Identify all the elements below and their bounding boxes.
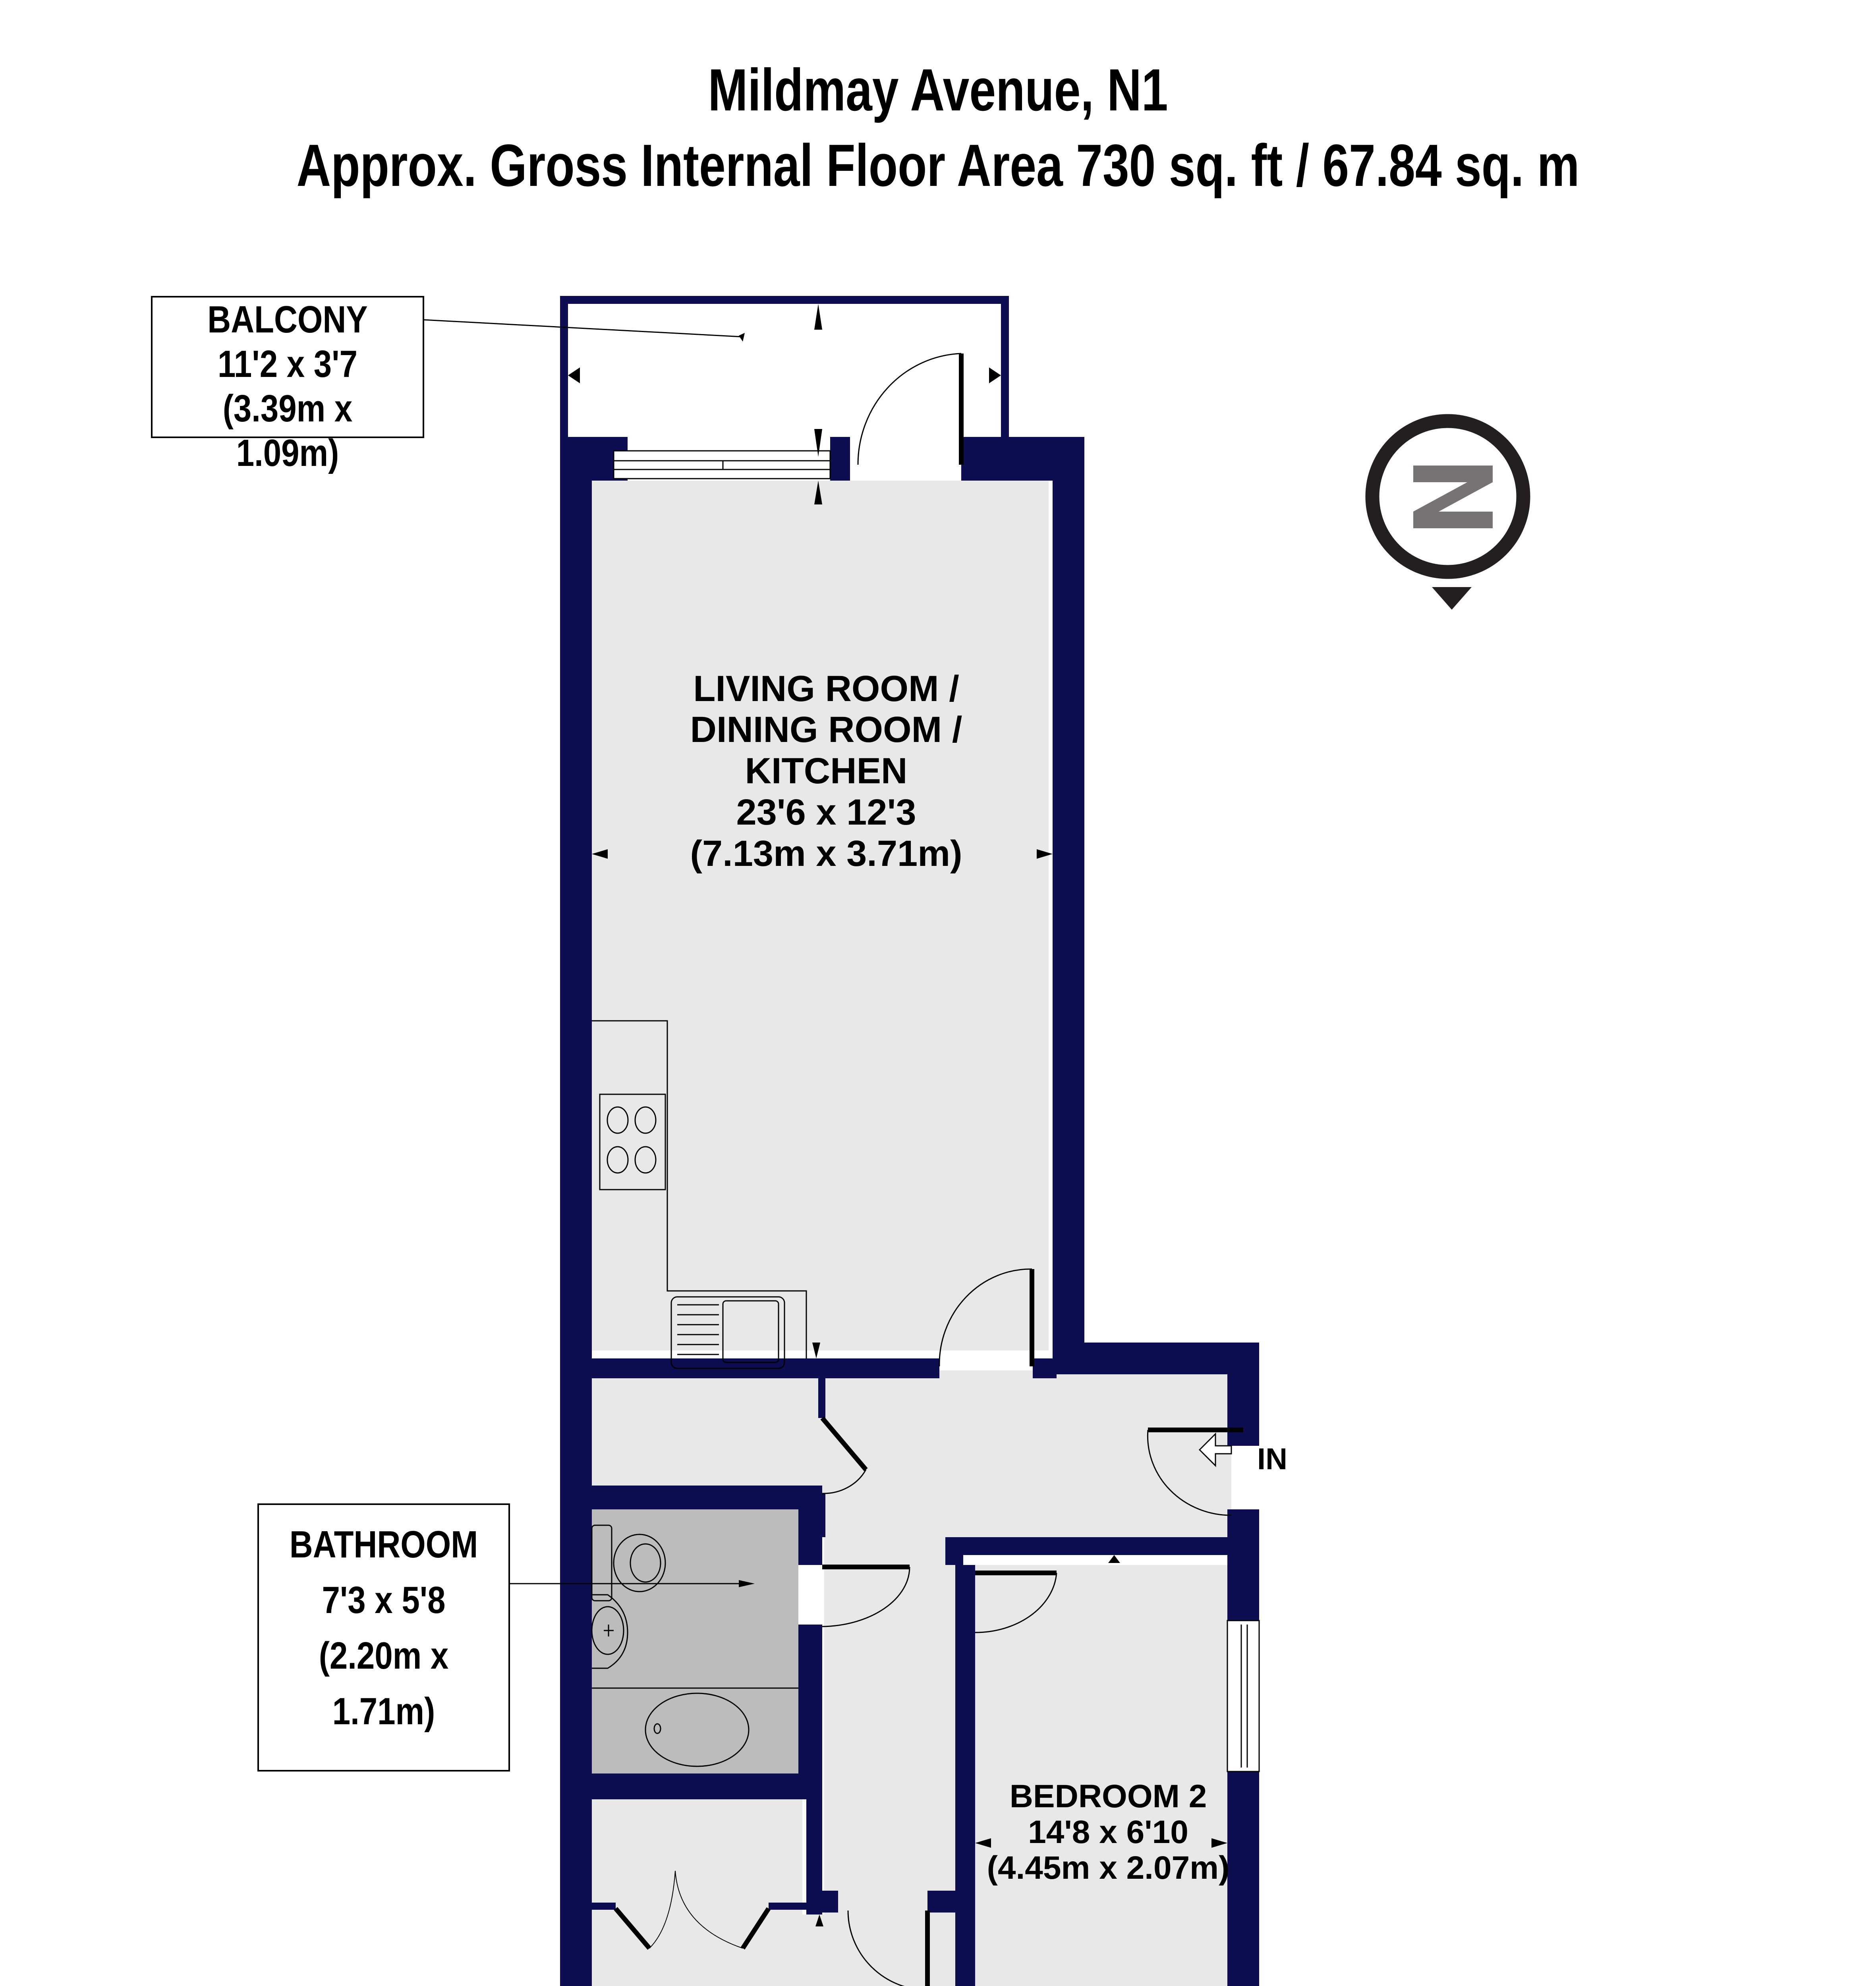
living-label-line2: DINING ROOM / (690, 709, 962, 750)
property-title: Mildmay Avenue, N1 (708, 56, 1168, 123)
bathroom-floor (592, 1509, 798, 1773)
entrance-arrow-icon (1198, 1432, 1232, 1467)
dimension-arrows (568, 304, 1227, 1926)
bathroom-callout: BATHROOM 7'3 x 5'8 (2.20m x 1.71m) (257, 1503, 510, 1772)
living-dimensions-imperial: 23'6 x 12'3 (736, 792, 916, 833)
outer-wall-right-mid1 (1227, 1509, 1259, 1621)
balcony-window (613, 450, 831, 479)
bathroom-label: BATHROOM (289, 1523, 478, 1566)
bathroom-door[interactable] (822, 1565, 910, 1627)
floors (592, 326, 1231, 1986)
balcony-door[interactable] (857, 353, 964, 465)
bath-right-wall-top (798, 1486, 822, 1565)
balcony-rail-right (1001, 296, 1009, 471)
bed2-left-wall (955, 1565, 975, 1986)
entrance-label: IN (1257, 1442, 1287, 1476)
kitchen-fittings (592, 1020, 807, 1369)
bathroom-fittings (591, 1524, 798, 1767)
master-door[interactable] (847, 1910, 930, 1986)
bedroom2-label: BEDROOM 2 (1010, 1778, 1207, 1814)
wardrobe-front-left (592, 1903, 616, 1910)
living-dimensions-metric: (7.13m x 3.71m) (690, 833, 962, 874)
windows (613, 450, 1260, 1772)
hob-icon (599, 1093, 666, 1190)
outer-wall-right-mid2 (1227, 1772, 1259, 1986)
balcony-rail-left (560, 296, 568, 471)
bedroom2-dimensions-imperial: 14'8 x 6'10 (1028, 1814, 1188, 1850)
storage-door[interactable] (820, 1416, 868, 1494)
living-door[interactable] (939, 1268, 1034, 1367)
hall-top-right-wall (1053, 1343, 1259, 1374)
master-bedroom-floor (592, 1915, 1231, 1986)
bath-bottom-wall (592, 1773, 822, 1799)
storage-floor (592, 1370, 816, 1488)
living-label-line1: LIVING ROOM / (693, 668, 959, 709)
wardrobe-floor (592, 1799, 802, 1915)
wardrobe-jamb (806, 1891, 838, 1913)
balcony-rail-top (560, 296, 1009, 304)
bed2-top-wall (945, 1537, 1231, 1555)
bathroom-dimensions-imperial: 7'3 x 5'8 (322, 1579, 446, 1621)
bathtub-icon (645, 1692, 750, 1767)
balcony-pointer-line (423, 319, 743, 338)
balcony-callout: BALCONY 11'2 x 3'7 (3.39m x 1.09m) (151, 296, 424, 474)
bed2-top-jamb (945, 1537, 963, 1565)
balcony-dimensions-imperial: 11'2 x 3'7 (218, 343, 357, 385)
living-right-wall (1053, 437, 1084, 1362)
room-labels: LIVING ROOM / DINING ROOM / KITCHEN 23'6… (690, 668, 1230, 1886)
kitchen-counter (592, 1020, 807, 1358)
bathroom-dimensions-metric: (2.20m x 1.71m) (319, 1634, 449, 1733)
bathroom-pointer-arrowhead (739, 1580, 755, 1587)
bed2-corridor-jamb (927, 1891, 957, 1913)
balcony-label: BALCONY (207, 298, 368, 341)
master-wardrobe-doors-top[interactable] (614, 1870, 771, 1950)
toilet-icon (591, 1524, 666, 1602)
bath-right-wall-bottom (798, 1625, 822, 1799)
outer-wall-left (560, 437, 592, 1986)
storage-bath-wall (592, 1486, 822, 1509)
living-room-floor (592, 481, 1049, 1350)
walls (560, 296, 1259, 1986)
living-top-wall-mid (830, 437, 850, 481)
floor-area-subtitle: Approx. Gross Internal Floor Area 730 sq… (296, 132, 1580, 199)
bedroom2-door[interactable] (975, 1571, 1057, 1633)
washbasin-icon (591, 1594, 628, 1669)
storage-jamb-top (818, 1378, 825, 1418)
sink-icon (670, 1296, 785, 1369)
living-hall-wall-right (1033, 1358, 1057, 1378)
north-arrow-icon (1365, 414, 1530, 610)
corridor-floor (824, 1537, 955, 1918)
doors (614, 353, 1243, 1986)
living-label-line3: KITCHEN (745, 751, 908, 791)
bedroom2-dimensions-metric: (4.45m x 2.07m) (987, 1850, 1230, 1886)
balcony-dimensions-metric: (3.39m x 1.09m) (222, 387, 353, 474)
wardrobe-front-right (769, 1903, 808, 1910)
entrance-door[interactable] (1147, 1428, 1243, 1516)
bedroom2-window (1227, 1620, 1260, 1772)
